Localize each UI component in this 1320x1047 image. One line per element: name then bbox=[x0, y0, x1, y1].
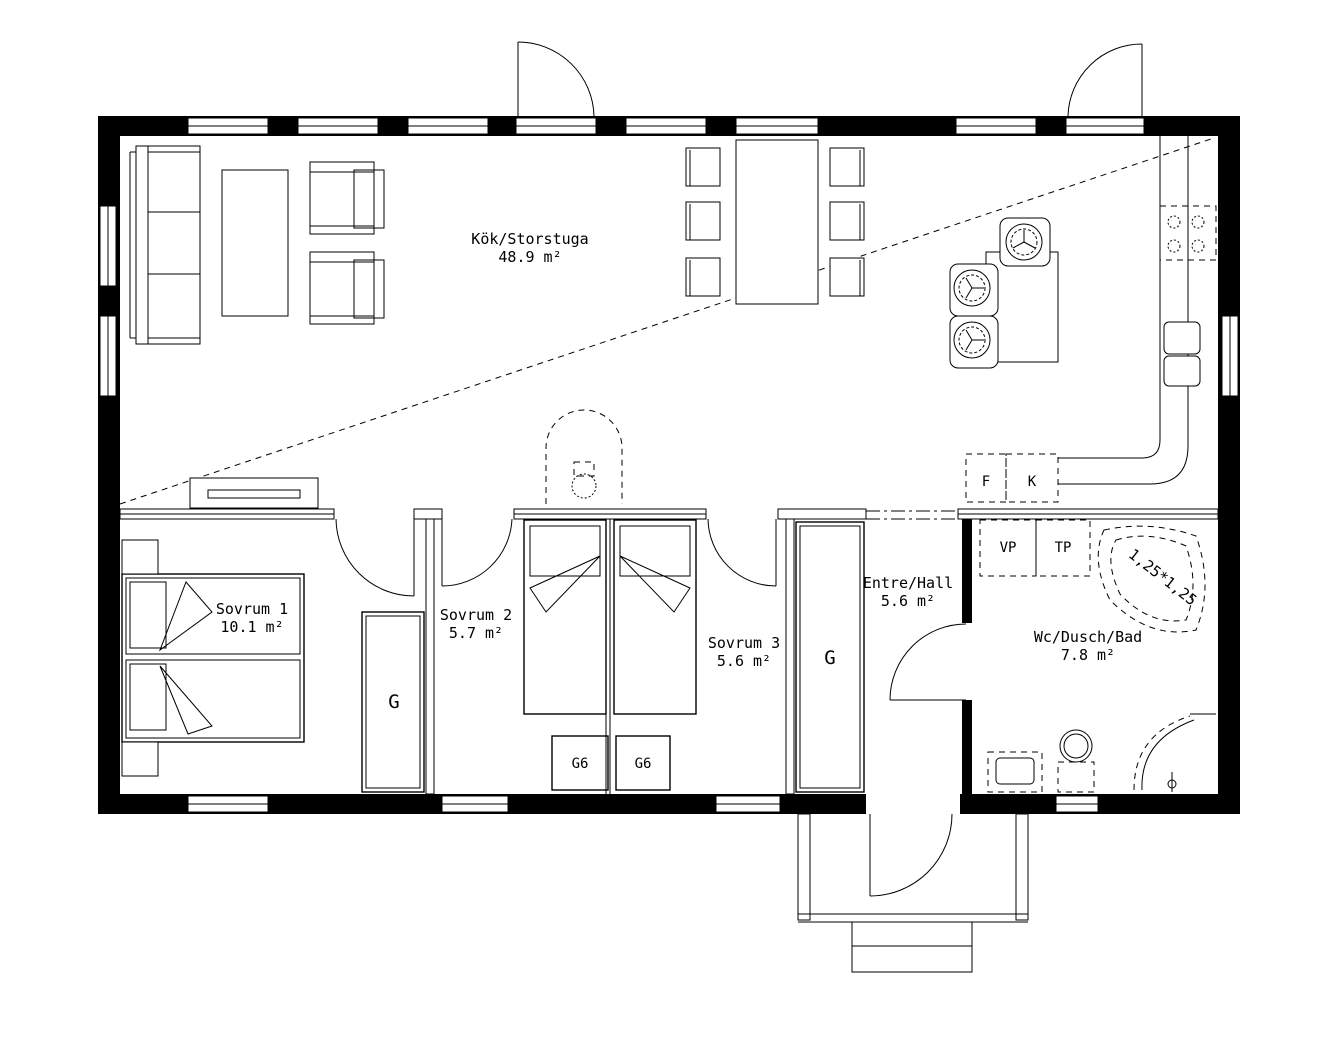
top-windows bbox=[187, 117, 1145, 135]
left-windows bbox=[99, 205, 117, 397]
svg-text:Sovrum 1: Sovrum 1 bbox=[216, 600, 288, 618]
corner-tub bbox=[1097, 525, 1206, 633]
svg-text:Sovrum 2: Sovrum 2 bbox=[440, 606, 512, 624]
svg-text:10.1 m²: 10.1 m² bbox=[220, 618, 283, 636]
kitchen-counter bbox=[1058, 136, 1217, 485]
label-bedroom3: Sovrum 3 5.6 m² bbox=[708, 634, 780, 670]
armchair-lower bbox=[309, 251, 385, 325]
bedroom1-door bbox=[335, 518, 415, 597]
tv-bench bbox=[189, 477, 319, 509]
shower-corner bbox=[1133, 713, 1216, 792]
svg-text:5.7 m²: 5.7 m² bbox=[449, 624, 503, 642]
svg-text:Sovrum 3: Sovrum 3 bbox=[708, 634, 780, 652]
armchair-upper bbox=[309, 161, 385, 235]
double-bed bbox=[121, 539, 305, 777]
single-bed-left bbox=[523, 519, 607, 715]
entry-porch bbox=[797, 813, 1029, 973]
svg-text:7.8 m²: 7.8 m² bbox=[1061, 646, 1115, 664]
single-bed-right bbox=[613, 519, 697, 715]
svg-text:5.6 m²: 5.6 m² bbox=[717, 652, 771, 670]
top-door-left bbox=[517, 41, 595, 117]
bar-stools bbox=[949, 217, 1051, 369]
g6-left-label: G6 bbox=[572, 756, 589, 772]
top-door-right bbox=[1067, 43, 1143, 117]
wardrobe3-label: G bbox=[824, 647, 835, 669]
g6-right-label: G6 bbox=[635, 756, 652, 772]
wardrobe-bedroom1 bbox=[361, 611, 425, 793]
bedroom3-door bbox=[707, 518, 777, 587]
interior-walls bbox=[119, 508, 1219, 795]
svg-text:48.9 m²: 48.9 m² bbox=[498, 248, 561, 266]
washer-label: VP bbox=[1000, 540, 1017, 556]
svg-text:5.6 m²: 5.6 m² bbox=[881, 592, 935, 610]
sofa bbox=[129, 145, 201, 345]
dryer-label: TP bbox=[1055, 540, 1072, 556]
toilet bbox=[1057, 729, 1095, 793]
laundry-machines bbox=[979, 519, 1091, 577]
freezer-label: K bbox=[1028, 474, 1037, 490]
fridge-label: F bbox=[982, 474, 990, 490]
wardrobe-bedroom3 bbox=[795, 521, 865, 793]
ceiling-line bbox=[119, 137, 1215, 505]
dining-table bbox=[735, 139, 819, 305]
label-living: Kök/Storstuga 48.9 m² bbox=[471, 230, 588, 266]
g6-box-right bbox=[615, 735, 671, 791]
svg-text:Kök/Storstuga: Kök/Storstuga bbox=[471, 230, 588, 248]
dining-chairs bbox=[685, 147, 865, 297]
svg-text:Wc/Dusch/Bad: Wc/Dusch/Bad bbox=[1034, 628, 1142, 646]
label-hall: Entre/Hall 5.6 m² bbox=[863, 574, 953, 610]
wardrobe1-label: G bbox=[388, 691, 399, 713]
svg-text:Entre/Hall: Entre/Hall bbox=[863, 574, 953, 592]
coffee-table bbox=[221, 169, 289, 317]
bedroom2-door bbox=[441, 518, 513, 587]
fridge-freezer bbox=[965, 453, 1059, 503]
fireplace bbox=[545, 409, 623, 504]
bottom-windows bbox=[187, 794, 1099, 814]
g6-box-left bbox=[551, 735, 609, 791]
bath-door bbox=[889, 623, 967, 701]
label-bedroom1: Sovrum 1 10.1 m² bbox=[216, 600, 288, 636]
label-bath: Wc/Dusch/Bad 7.8 m² bbox=[1034, 628, 1142, 664]
washbasin bbox=[987, 751, 1043, 793]
right-window bbox=[1221, 315, 1239, 397]
label-bedroom2: Sovrum 2 5.7 m² bbox=[440, 606, 512, 642]
